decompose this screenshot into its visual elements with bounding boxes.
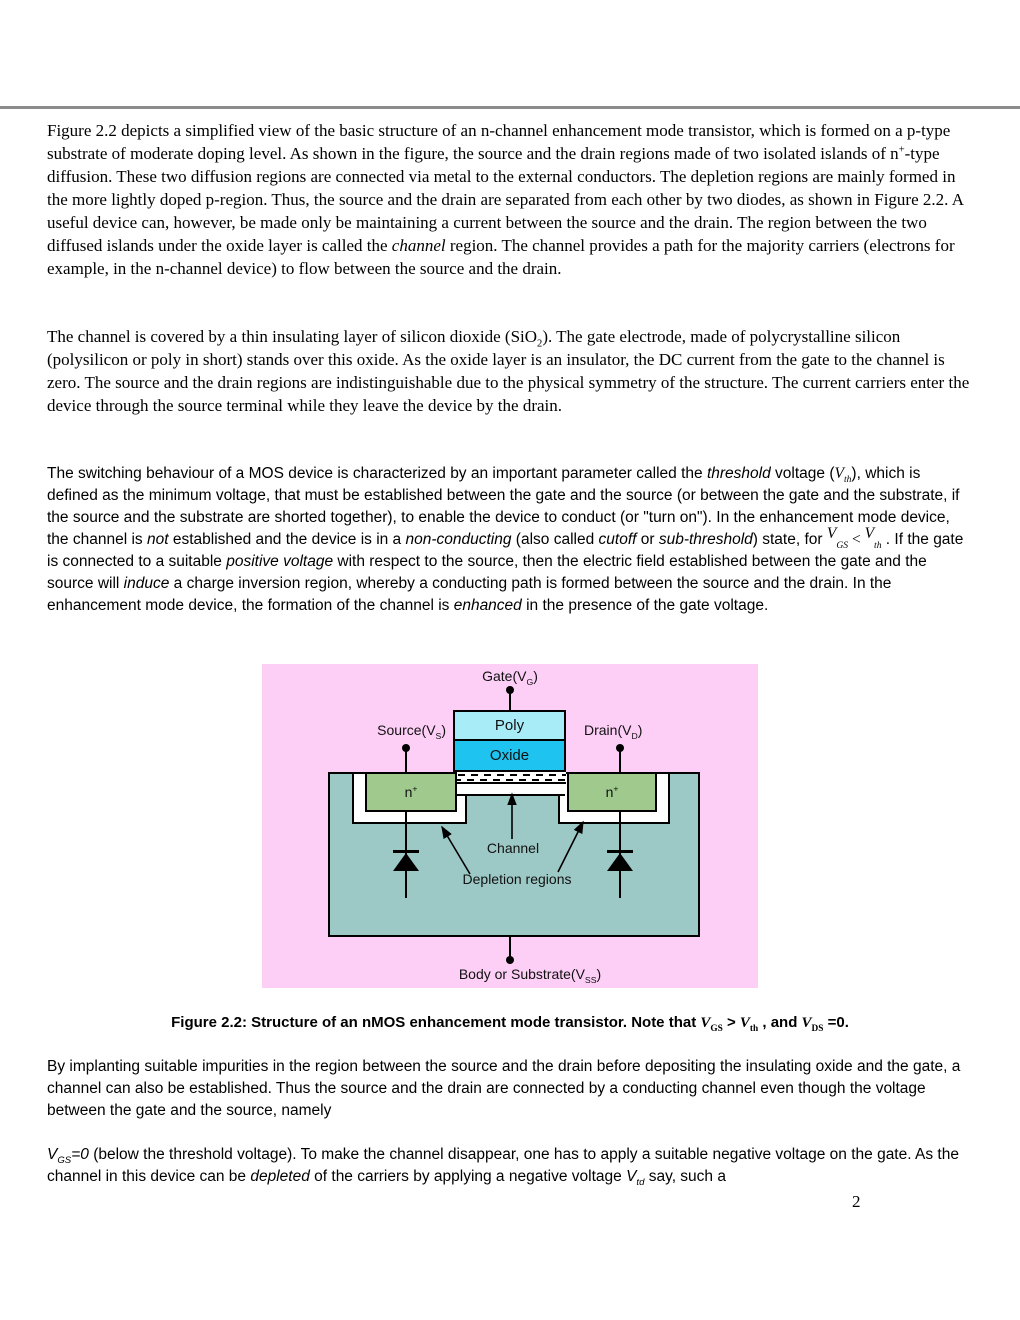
paragraph-implanting: By implanting suitable impurities in the…: [47, 1058, 961, 1119]
body-terminal-line: [509, 937, 511, 959]
paragraph-intro-structure: Figure 2.2 depicts a simplified view of …: [47, 121, 964, 278]
gate-terminal-dot: [506, 686, 514, 694]
depletion-arrow-right: [557, 820, 584, 873]
drain-terminal-dot: [616, 744, 624, 752]
poly-layer: Poly: [453, 710, 566, 741]
n-plus-source-region: n+: [365, 772, 457, 812]
figure-nmos-diagram: n+ n+ Oxide Poly Gate(VG) Source(VS) Dra…: [262, 664, 758, 988]
diode-left-triangle: [393, 853, 419, 871]
body-terminal-dot: [506, 956, 514, 964]
drain-terminal-line: [619, 750, 621, 772]
diode-right-bar: [607, 850, 633, 853]
gate-terminal-line: [509, 690, 511, 710]
annotation-arrows: [441, 792, 584, 875]
figure-caption: Figure 2.2: Structure of an nMOS enhance…: [171, 1014, 849, 1034]
paragraph-oxide-gate: The channel is covered by a thin insulat…: [47, 327, 970, 415]
induced-channel-dashes: [453, 772, 566, 784]
diode-left-bar: [393, 850, 419, 853]
n-plus-label: n+: [605, 783, 619, 800]
oxide-label: Oxide: [489, 747, 530, 764]
page-number: 2: [852, 1192, 861, 1211]
poly-label: Poly: [494, 717, 525, 734]
depletion-arrow-left: [441, 825, 471, 875]
depletion-regions-label: Depletion regions: [462, 871, 572, 887]
n-plus-label: n+: [404, 783, 418, 800]
n-plus-drain-region: n+: [567, 772, 657, 812]
header-divider: [0, 106, 1020, 109]
gate-label: Gate(VG): [482, 668, 538, 687]
body-substrate-label: Body or Substrate(VSS): [458, 966, 602, 985]
source-terminal-line: [405, 750, 407, 772]
diode-right-triangle: [607, 853, 633, 871]
source-terminal-dot: [402, 744, 410, 752]
drain-label: Drain(VD): [584, 722, 643, 741]
paragraph-vgs-zero: VGS=0 (below the threshold voltage). To …: [47, 1146, 959, 1189]
source-label: Source(VS): [377, 722, 446, 741]
paragraph-threshold: The switching behaviour of a MOS device …: [47, 465, 964, 614]
channel-label: Channel: [486, 840, 540, 856]
